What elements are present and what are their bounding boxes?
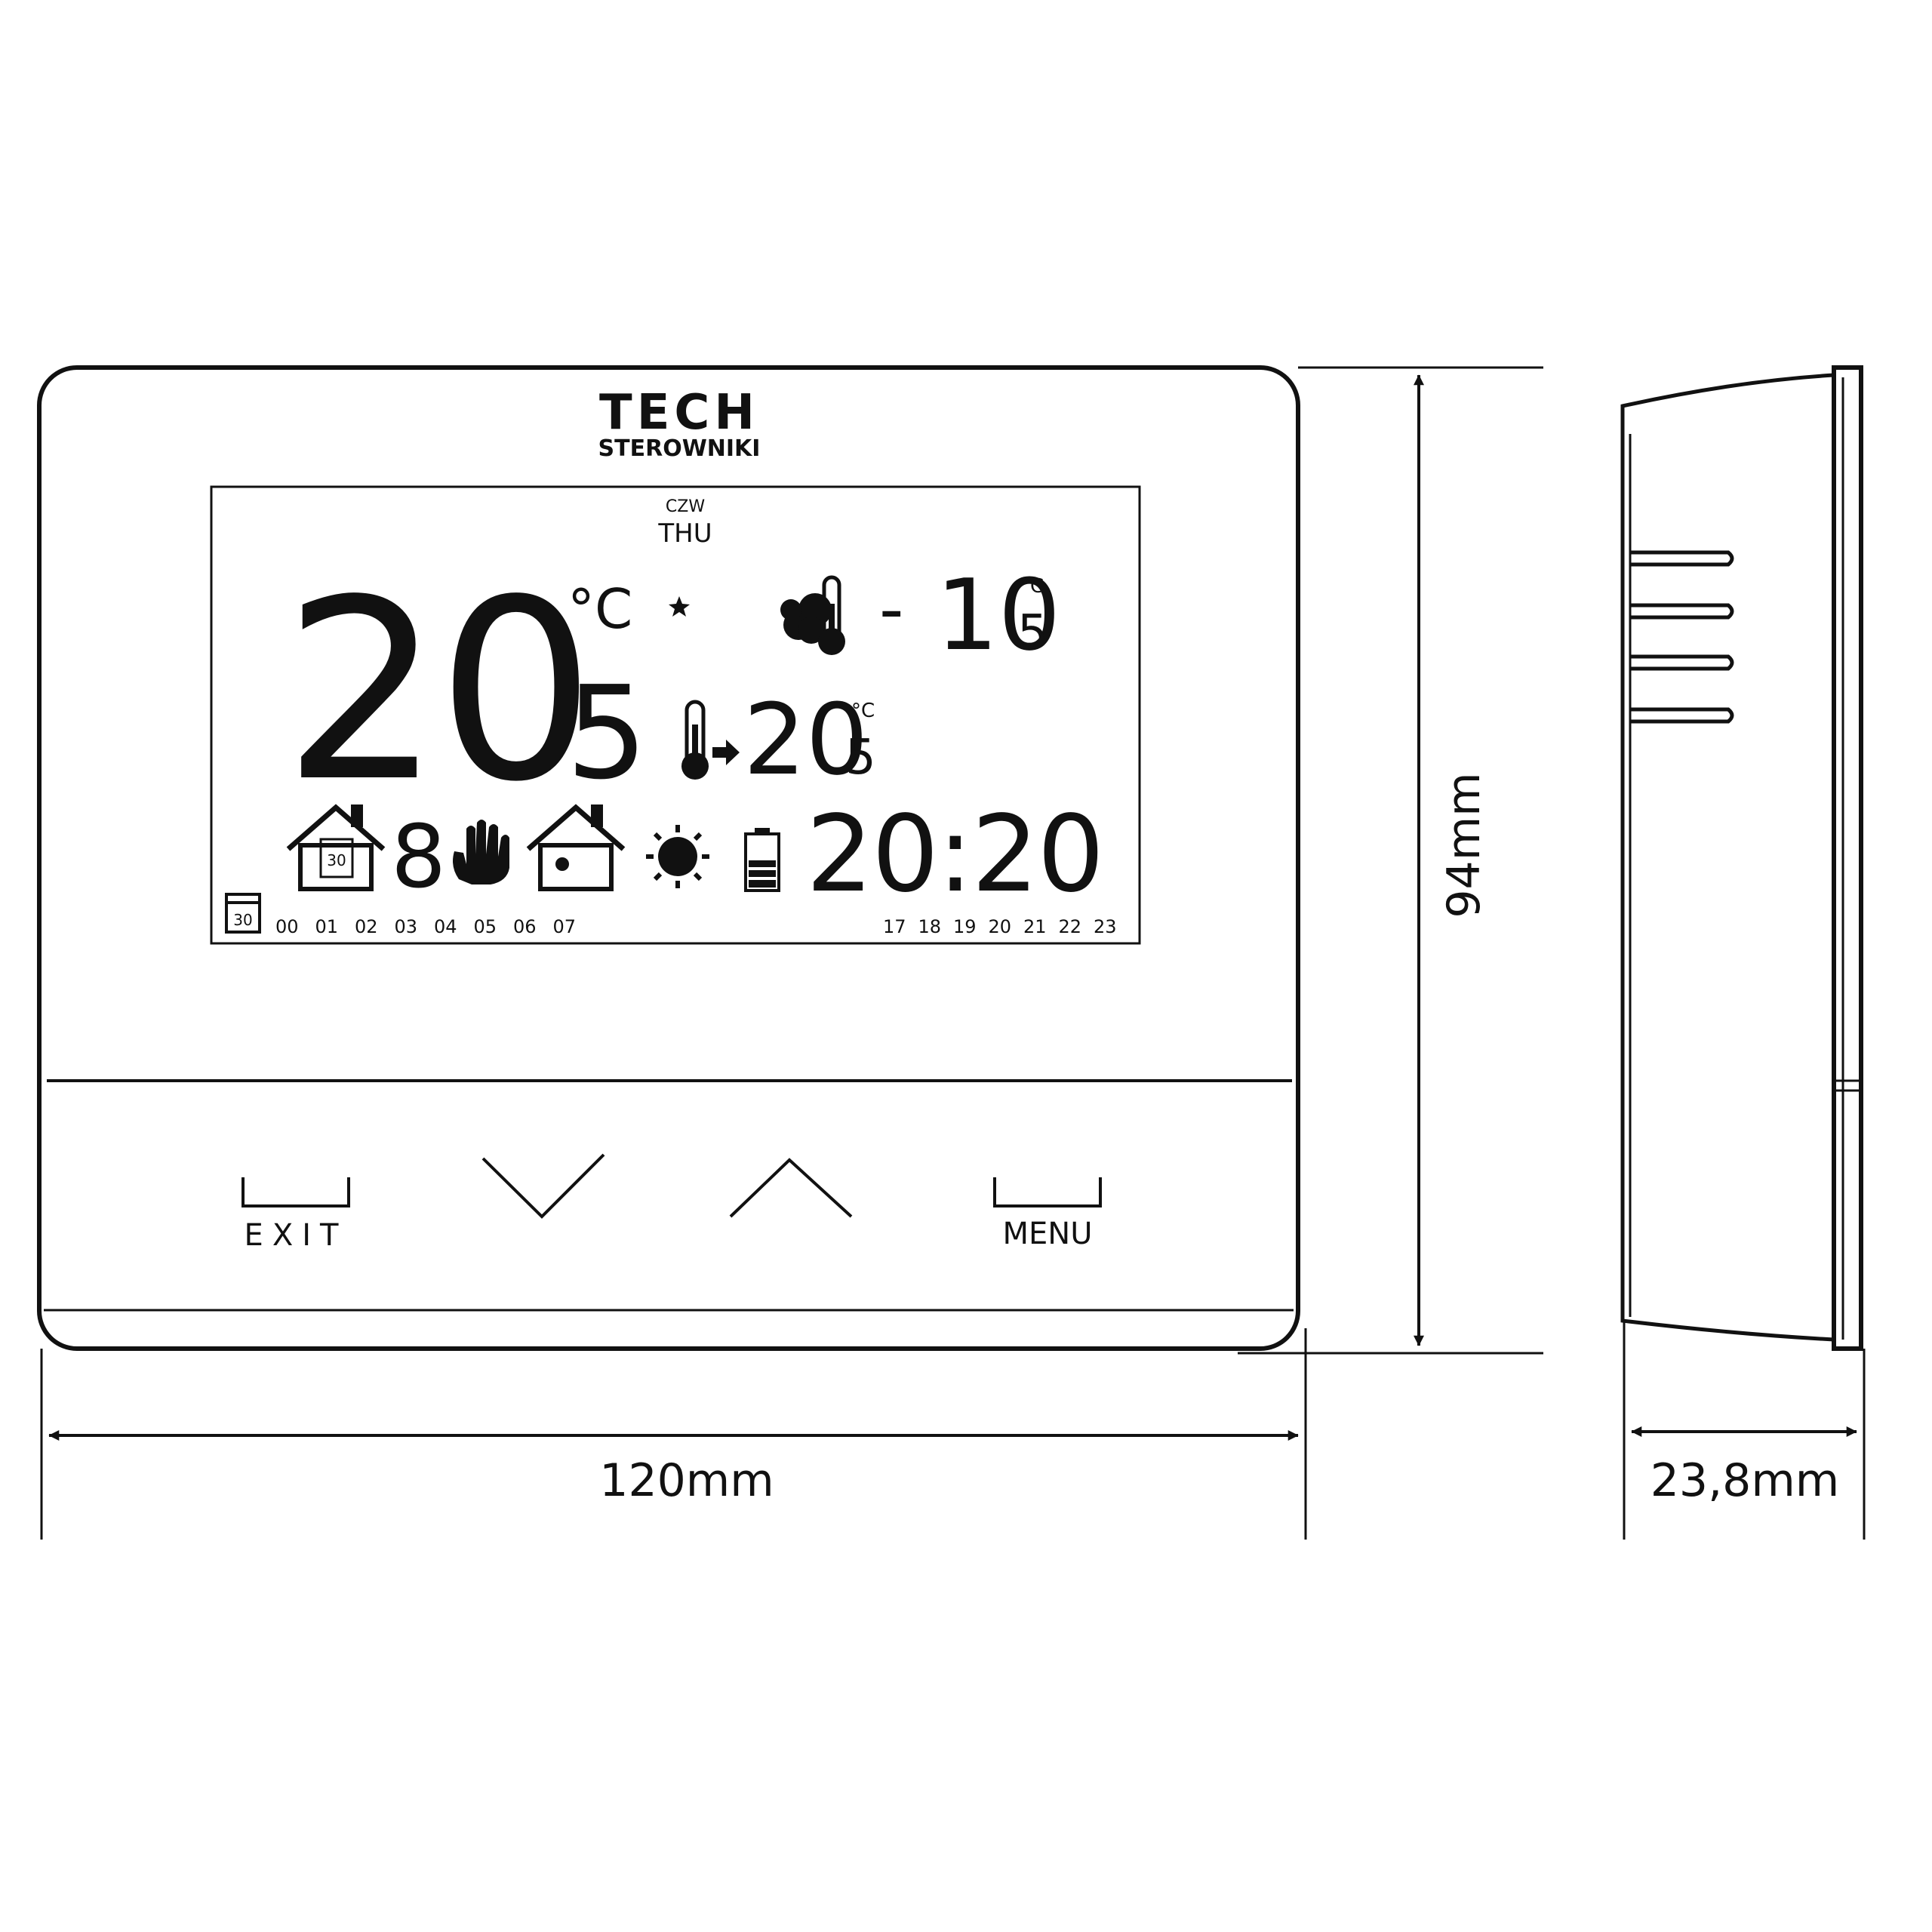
weather-thermometer-icon xyxy=(780,575,845,655)
set-temp-unit: °C xyxy=(851,700,875,722)
side-front-plate xyxy=(1832,365,1863,1351)
hours-left-row: 00 01 02 03 04 05 06 07 xyxy=(275,916,576,937)
calendar-icon: 30 xyxy=(225,893,261,934)
hour-label: 17 xyxy=(883,916,906,937)
menu-label: MENU xyxy=(1003,1217,1093,1251)
hour-label: 04 xyxy=(434,916,457,937)
svg-text:30: 30 xyxy=(327,851,346,869)
hour-label: 22 xyxy=(1059,916,1082,937)
height-dimension-label: 94mm xyxy=(1438,772,1491,918)
width-dimension-label: 120mm xyxy=(599,1454,774,1507)
hour-label: 05 xyxy=(474,916,497,937)
down-arrow-icon xyxy=(481,1153,605,1219)
battery-icon xyxy=(744,828,780,892)
moon-icon xyxy=(657,581,690,628)
calendar-day: 30 xyxy=(233,911,252,929)
hand-icon xyxy=(453,820,509,884)
set-temp-value: 20 xyxy=(743,682,868,797)
brand-logo: TECH xyxy=(599,385,759,441)
brand-subtitle: STEROWNIKI xyxy=(598,435,761,462)
up-button[interactable] xyxy=(729,1158,853,1218)
side-back-housing xyxy=(1620,373,1835,1342)
front-view: TECH STEROWNIKI CZW THU 20 5 °C xyxy=(37,365,1300,1351)
exit-button[interactable]: EXIT xyxy=(242,1177,350,1253)
clock-display: 20:20 xyxy=(806,793,1103,916)
hour-label: 01 xyxy=(315,916,339,937)
room-temp-fraction: 5 xyxy=(566,659,648,808)
day-label-pl: CZW xyxy=(666,497,705,516)
room-temp-value: 20 xyxy=(283,546,591,836)
hour-label: 23 xyxy=(1094,916,1117,937)
room-temp-unit: °C xyxy=(568,577,632,641)
house-calendar-icon: 30 xyxy=(286,804,386,891)
hour-label: 03 xyxy=(395,916,418,937)
hour-label: 00 xyxy=(275,916,299,937)
thermometer-arrow-icon xyxy=(681,700,740,780)
outdoor-temp-fraction: 5 xyxy=(1017,605,1048,661)
hour-label: 18 xyxy=(918,916,942,937)
depth-dimension-label: 23,8mm xyxy=(1651,1454,1840,1507)
device-outline xyxy=(37,365,1300,1351)
exit-label: EXIT xyxy=(245,1218,348,1253)
outdoor-temp-value: 10 xyxy=(936,558,1060,672)
house-day-night-icon xyxy=(526,804,626,891)
outdoor-temp-unit: °C xyxy=(1020,575,1044,598)
hour-label: 06 xyxy=(513,916,537,937)
hour-label: 02 xyxy=(355,916,378,937)
dimension-lines xyxy=(40,366,1866,1540)
outdoor-temp-sign: - xyxy=(879,570,903,649)
hour-label: 07 xyxy=(553,916,577,937)
up-arrow-icon xyxy=(729,1158,853,1218)
lcd-screen: CZW THU 20 5 °C - 10 xyxy=(210,485,1141,945)
side-view xyxy=(1620,365,1863,1351)
set-temp-fraction: 5 xyxy=(845,730,876,786)
hours-right-row: 17 18 19 20 21 22 23 xyxy=(883,916,1117,937)
down-button[interactable] xyxy=(481,1153,605,1219)
menu-button[interactable]: MENU xyxy=(993,1177,1102,1251)
hour-label: 19 xyxy=(953,916,977,937)
hour-label: 20 xyxy=(989,916,1012,937)
lcd-frame xyxy=(210,485,1141,945)
hour-label: 21 xyxy=(1023,916,1047,937)
side-mounting-pins xyxy=(1630,550,1734,724)
sun-icon xyxy=(646,825,709,888)
day-label-en: THU xyxy=(657,518,712,549)
program-number: 8 xyxy=(391,807,446,908)
